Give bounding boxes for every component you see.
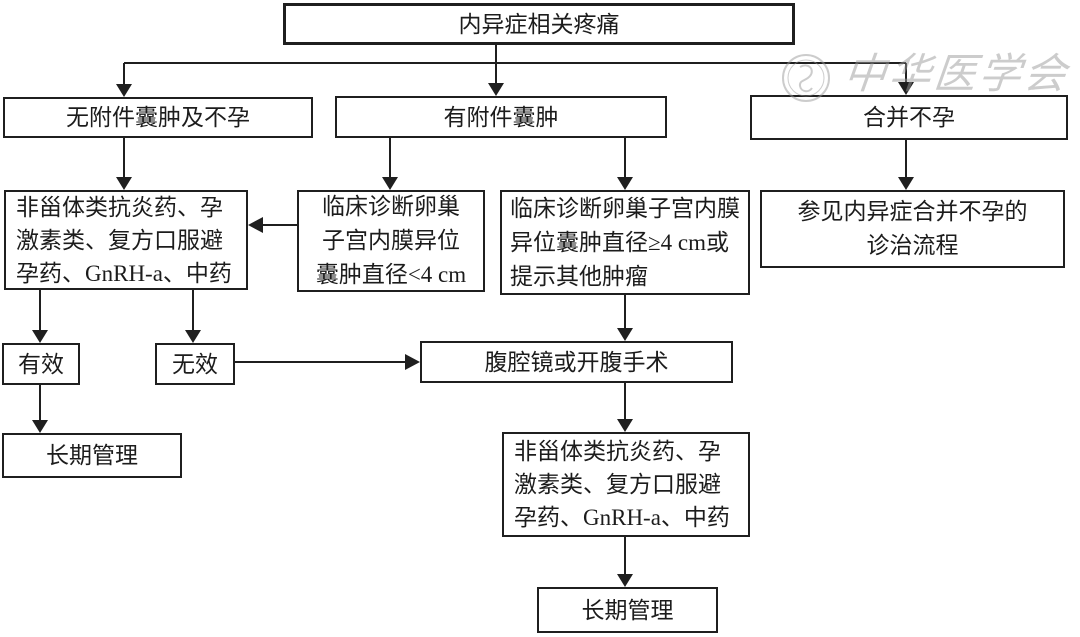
arrowhead-down-icon <box>617 328 633 341</box>
arrowhead-down-icon <box>898 177 914 190</box>
connector-line <box>624 295 626 329</box>
node-adnexal-cyst: 有附件囊肿 <box>335 96 667 138</box>
connector-line <box>192 290 194 331</box>
node-refer-infertility-protocol: 参见内异症合并不孕的 诊治流程 <box>760 190 1065 268</box>
node-endometriosis-pain-label: 内异症相关疼痛 <box>458 11 620 37</box>
node-with-infertility: 合并不孕 <box>750 95 1068 140</box>
connector-line <box>123 63 125 85</box>
node-longterm-management-final-label: 长期管理 <box>581 597 674 623</box>
node-refer-infertility-protocol-label: 参见内异症合并不孕的 诊治流程 <box>797 199 1028 258</box>
connector-line <box>495 45 497 63</box>
arrowhead-down-icon <box>32 420 48 433</box>
connector-line <box>123 138 125 178</box>
connector-line <box>39 385 41 421</box>
node-effective: 有效 <box>2 343 80 385</box>
node-surgery: 腹腔镜或开腹手术 <box>420 341 733 383</box>
arrowhead-down-icon <box>382 177 398 190</box>
node-medication-first-label: 非甾体类抗炎药、孕 激素类、复方口服避 孕药、GnRH-a、中药 <box>16 194 232 286</box>
connector-line <box>495 63 497 84</box>
arrowhead-down-icon <box>617 574 633 587</box>
node-cyst-under-4cm: 临床诊断卵巢 子宫内膜异位 囊肿直径<4 cm <box>297 190 485 292</box>
connector-line <box>389 138 391 178</box>
node-medication-first: 非甾体类抗炎药、孕 激素类、复方口服避 孕药、GnRH-a、中药 <box>4 190 248 290</box>
node-effective-label: 有效 <box>18 351 64 377</box>
node-longterm-management-first: 长期管理 <box>2 433 182 478</box>
connector-line <box>39 290 41 331</box>
node-with-infertility-label: 合并不孕 <box>863 105 955 130</box>
connector-line <box>124 62 906 64</box>
connector-line <box>905 140 907 178</box>
connector-line <box>624 537 626 575</box>
node-longterm-management-first-label: 长期管理 <box>46 443 138 468</box>
arrowhead-right-icon <box>405 354 420 370</box>
connector-line <box>235 361 406 363</box>
node-surgery-label: 腹腔镜或开腹手术 <box>484 349 669 375</box>
arrowhead-down-icon <box>32 330 48 343</box>
node-cyst-under-4cm-label: 临床诊断卵巢 子宫内膜异位 囊肿直径<4 cm <box>315 194 467 287</box>
connector-line <box>263 224 297 226</box>
node-no-adnexal-cyst-no-infertility: 无附件囊肿及不孕 <box>3 97 313 138</box>
node-medication-post-surgery: 非甾体类抗炎药、孕 激素类、复方口服避 孕药、GnRH-a、中药 <box>502 432 750 537</box>
node-no-adnexal-cyst-label: 无附件囊肿及不孕 <box>66 105 250 130</box>
node-cyst-over-4cm: 临床诊断卵巢子宫内膜 异位囊肿直径≥4 cm或 提示其他肿瘤 <box>500 190 750 295</box>
arrowhead-down-icon <box>898 82 914 95</box>
node-endometriosis-pain: 内异症相关疼痛 <box>283 3 795 45</box>
connector-line <box>905 63 907 83</box>
arrowhead-left-icon <box>248 217 263 233</box>
cma-watermark-text: 中华医学会 <box>841 49 1072 98</box>
node-ineffective: 无效 <box>155 343 235 385</box>
arrowhead-down-icon <box>116 84 132 97</box>
connector-line <box>624 383 626 420</box>
arrowhead-down-icon <box>185 330 201 343</box>
arrowhead-down-icon <box>617 177 633 190</box>
arrowhead-down-icon <box>488 83 504 96</box>
node-cyst-over-4cm-label: 临床诊断卵巢子宫内膜 异位囊肿直径≥4 cm或 提示其他肿瘤 <box>510 195 740 289</box>
node-medication-post-surgery-label: 非甾体类抗炎药、孕 激素类、复方口服避 孕药、GnRH-a、中药 <box>514 439 730 530</box>
arrowhead-down-icon <box>617 419 633 432</box>
node-adnexal-cyst-label: 有附件囊肿 <box>443 104 559 130</box>
arrowhead-down-icon <box>116 177 132 190</box>
connector-line <box>624 138 626 178</box>
node-ineffective-label: 无效 <box>172 351 218 377</box>
node-longterm-management-final: 长期管理 <box>537 587 718 633</box>
